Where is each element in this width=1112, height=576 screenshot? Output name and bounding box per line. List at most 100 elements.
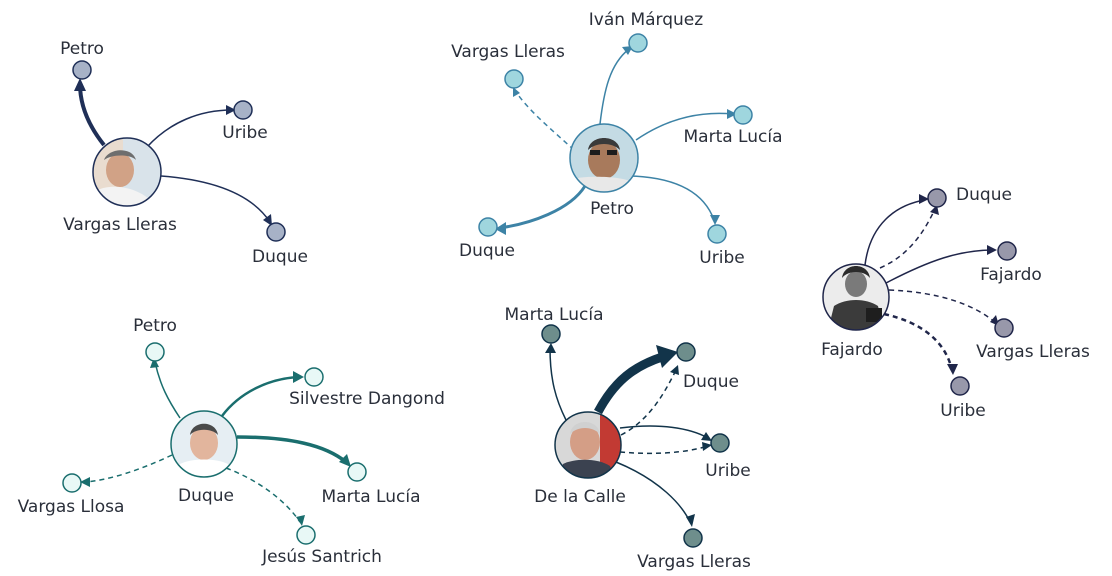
avatar-de-la-calle [554,411,622,479]
node-marta-lucia [541,324,561,344]
node-ivan-marquez [628,33,648,53]
arrowhead-icon [701,432,712,441]
graph-vargas-lleras: Vargas Lleras Petro Uribe Duque [60,39,308,267]
arrowhead-icon [150,357,159,368]
avatar-duque [170,410,238,478]
edge-fajardo-to-fajardo [885,249,994,284]
center-label-de-la-calle: De la Calle [534,487,626,507]
target-label-fajardo: Fajardo [980,265,1042,285]
node-marta-lucia [347,462,367,482]
graph-petro: Petro Iván Márquez Vargas Lleras Marta L… [451,10,782,268]
avatar-petro [569,123,639,193]
avatar-vargas-lleras [92,137,162,207]
arrowhead-icon [710,215,720,225]
edge-vargas-lleras-to-uribe [146,109,233,148]
arrowhead-icon [263,214,272,226]
target-label-uribe: Uribe [705,461,750,481]
arrowhead-icon [226,105,236,115]
target-label-vargas-lleras: Vargas Lleras [976,342,1090,362]
target-label-uribe: Uribe [222,123,267,143]
arrowhead-icon [727,109,737,119]
node-marta-lucia [733,105,753,125]
avatar-fajardo [822,263,890,331]
arrowhead-icon [656,345,678,368]
node-jesus-santrich [296,525,316,545]
edge-fajardo-to-uribe [883,312,954,371]
edge-fajardo-to-duque-dashed [879,208,936,269]
arrowhead-icon [513,87,520,97]
node-duque [927,188,947,208]
arrowhead-icon [293,371,304,383]
arrowhead-icon [987,245,997,255]
arrowhead-icon [339,454,351,467]
target-label-jesus-santrich: Jesús Santrich [261,547,382,567]
arrowhead-icon [545,343,556,353]
target-label-silvestre-dangond: Silvestre Dangond [289,389,445,409]
arrowhead-icon [670,365,679,375]
edge-petro-to-ivan-marquez [599,48,630,125]
edge-de-la-calle-to-vargas-lleras [615,461,691,523]
edge-petro-to-duque [498,185,587,230]
arrowhead-icon [74,78,86,91]
target-label-vargas-lleras: Vargas Lleras [451,42,565,62]
node-duque [266,222,286,242]
arrowhead-icon [947,364,958,375]
target-label-ivan-marquez: Iván Márquez [589,10,703,30]
arrowhead-icon [702,442,712,451]
edge-duque-to-silvestre-dangond [221,375,301,417]
target-label-vargas-llosa: Vargas Llosa [18,497,125,517]
node-uribe [233,100,253,120]
node-vargas-lleras [683,528,703,548]
target-label-petro: Petro [133,316,177,336]
edge-de-la-calle-to-uribe [619,425,709,439]
arrowhead-icon [686,514,695,527]
node-vargas-llosa [62,473,82,493]
node-silvestre-dangond [304,367,324,387]
node-uribe [950,376,970,396]
edge-duque-to-petro [154,361,181,419]
node-vargas-lleras [504,69,524,89]
target-label-duque: Duque [459,241,515,261]
graph-de-la-calle: De la Calle Marta Lucía Duque Uribe Varg… [505,305,752,572]
edge-de-la-calle-to-duque [594,352,664,415]
center-label-fajardo: Fajardo [821,340,883,360]
target-label-marta-lucia: Marta Lucía [322,487,421,507]
arrowhead-icon [919,194,929,204]
edge-de-la-calle-to-duque-dashed [620,369,677,436]
arrowhead-icon [495,222,506,235]
edge-de-la-calle-to-uribe-dashed [619,445,709,455]
arrowhead-icon [80,477,90,487]
arrowhead-icon [296,515,305,526]
edge-fajardo-to-vargas-lleras [888,289,997,324]
node-uribe [707,224,727,244]
target-label-duque: Duque [252,247,308,267]
center-label-duque: Duque [178,486,234,506]
graph-duque: Duque Petro Silvestre Dangond Marta Lucí… [18,316,445,567]
target-label-vargas-lleras: Vargas Lleras [637,552,751,572]
graph-fajardo: Fajardo Duque Fajardo Vargas Lleras Urib… [821,185,1090,421]
node-uribe [710,433,730,453]
target-label-petro: Petro [60,39,104,59]
node-fajardo [997,241,1017,261]
edge-de-la-calle-to-marta-lucia [549,347,567,421]
edge-petro-to-vargas-lleras [515,91,575,151]
edge-vargas-lleras-to-petro [78,83,106,147]
edge-duque-to-vargas-llosa [84,454,173,483]
target-label-marta-lucia: Marta Lucía [505,305,604,325]
target-label-duque: Duque [956,185,1012,205]
target-label-uribe: Uribe [699,248,744,268]
node-petro [145,342,165,362]
target-label-duque: Duque [683,372,739,392]
node-duque [676,342,696,362]
node-duque [478,217,498,237]
edge-petro-to-uribe [631,175,715,221]
target-label-uribe: Uribe [940,401,985,421]
node-petro [72,60,92,80]
edge-duque-to-marta-lucia [236,435,348,464]
node-vargas-lleras [994,318,1014,338]
edge-duque-to-jesus-santrich [225,467,301,523]
center-label-petro: Petro [590,199,634,219]
edge-fajardo-to-duque [864,199,926,266]
center-label-vargas-lleras: Vargas Lleras [63,215,177,235]
